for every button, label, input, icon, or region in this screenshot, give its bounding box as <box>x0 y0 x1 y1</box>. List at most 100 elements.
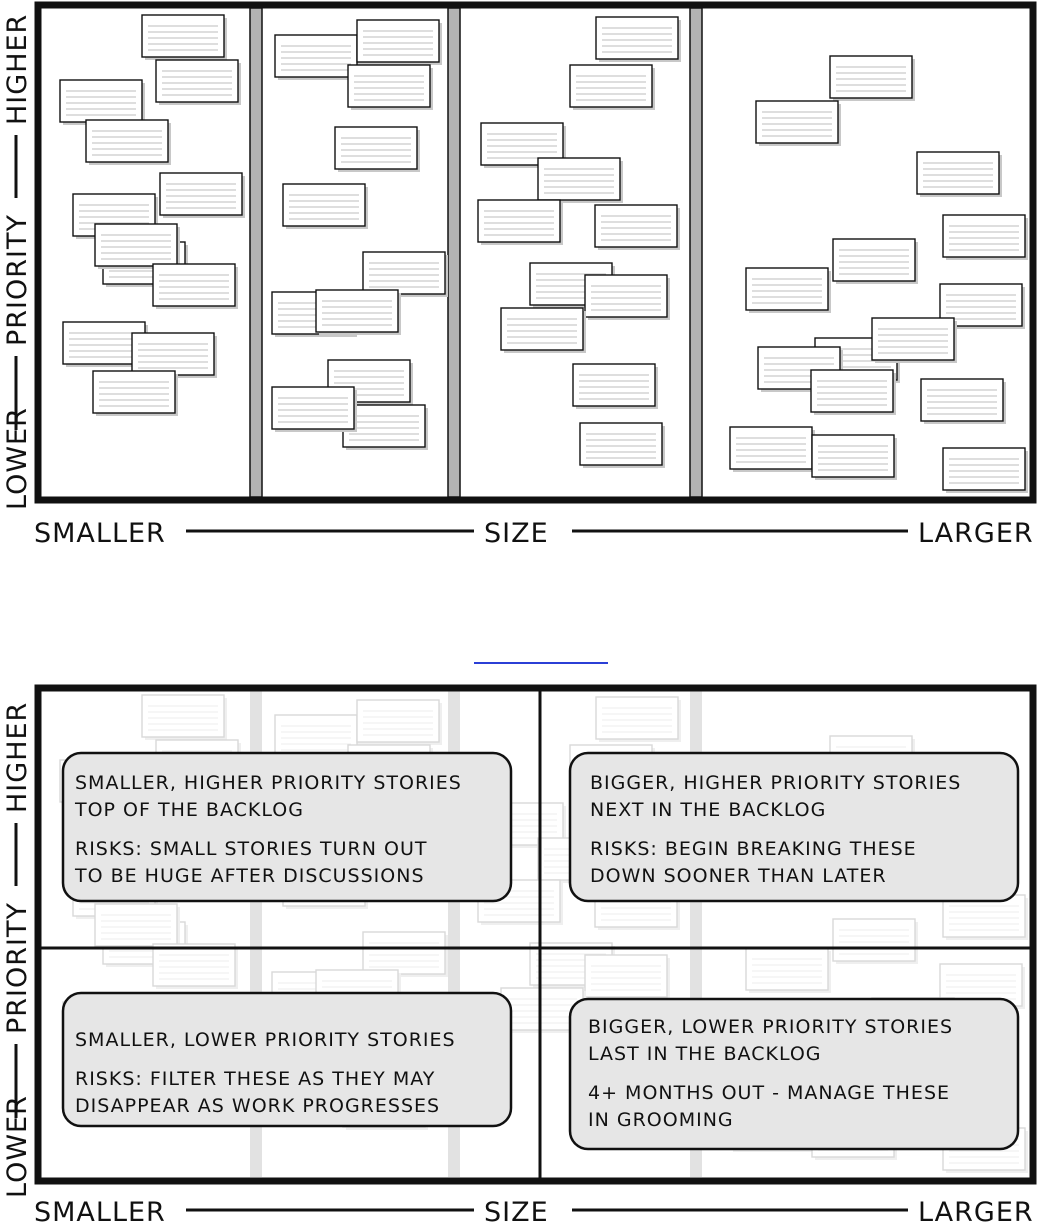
story-card-body <box>347 64 431 108</box>
story-card <box>477 199 563 245</box>
story-card-shadow <box>588 958 670 1000</box>
story-card <box>347 64 433 110</box>
note-line: SMALLER, HIGHER PRIORITY STORIES <box>75 772 462 794</box>
story-card-body <box>595 16 679 60</box>
note-risk-line: IN GROOMING <box>588 1109 734 1131</box>
story-card-body <box>942 214 1026 258</box>
note-risk-line: RISKS: BEGIN BREAKING THESE <box>590 838 917 860</box>
story-card <box>745 947 831 993</box>
story-cards <box>59 14 1028 493</box>
story-card <box>356 699 442 745</box>
x-axis-low-label: SMALLER <box>34 518 166 549</box>
story-card <box>141 14 227 60</box>
note-box <box>61 751 513 903</box>
story-card-body <box>141 14 225 58</box>
story-card <box>59 79 145 125</box>
note-risk-line: RISKS: SMALL STORIES TURN OUT <box>75 838 427 860</box>
story-card-shadow <box>836 922 918 964</box>
story-card <box>155 59 241 105</box>
story-card <box>356 19 442 65</box>
note-risk-line: DISAPPEAR AS WORK PROGRESSES <box>75 1095 440 1117</box>
story-card <box>152 943 238 989</box>
story-card-shadow <box>749 951 831 993</box>
quadrant-note-bottom-right: BIGGER, LOWER PRIORITY STORIES LAST IN T… <box>568 997 1020 1151</box>
story-card-body <box>282 183 366 227</box>
story-card <box>152 263 238 309</box>
note-line: BIGGER, LOWER PRIORITY STORIES <box>588 1016 953 1038</box>
x-axis-high-label: LARGER <box>918 518 1034 549</box>
story-card-body <box>829 55 913 99</box>
quadrant-note-top-left: SMALLER, HIGHER PRIORITY STORIES TOP OF … <box>61 751 513 903</box>
story-card-body <box>334 126 418 170</box>
story-card <box>282 183 368 229</box>
story-card <box>159 172 245 218</box>
story-card-shadow <box>360 703 442 745</box>
story-card <box>315 289 401 335</box>
story-card <box>500 307 586 353</box>
x-axis-high-label: LARGER <box>918 1197 1034 1227</box>
story-card-body <box>152 263 236 307</box>
note-box <box>568 751 1020 903</box>
story-card-body <box>155 59 239 103</box>
note-line: NEXT IN THE BACKLOG <box>590 799 826 821</box>
story-card <box>871 317 957 363</box>
story-card <box>141 694 227 740</box>
story-card-shadow <box>946 898 1028 940</box>
story-board-diagram: LOWER PRIORITY HIGHER SMALLER SIZE LARGE… <box>0 0 1047 560</box>
story-card <box>85 119 171 165</box>
story-card <box>832 918 918 964</box>
story-card <box>916 151 1002 197</box>
y-axis-low-label: LOWER <box>2 407 33 510</box>
quadrant-canvas: SMALLER, HIGHER PRIORITY STORIES TOP OF … <box>2 684 1037 1227</box>
y-axis-high-label: HIGHER <box>2 702 33 813</box>
quadrant-note-top-right: BIGGER, HIGHER PRIORITY STORIES NEXT IN … <box>568 751 1020 903</box>
story-card <box>942 894 1028 940</box>
story-card-body <box>271 386 355 430</box>
story-card <box>594 204 680 250</box>
note-risk-line: 4+ MONTHS OUT - MANAGE THESE <box>588 1082 950 1104</box>
story-card <box>579 422 665 468</box>
y-axis: LOWER PRIORITY HIGHER <box>2 702 33 1198</box>
story-card <box>537 157 623 203</box>
story-card-body <box>745 947 829 991</box>
story-card-body <box>871 317 955 361</box>
story-card-body <box>85 119 169 163</box>
story-card <box>745 267 831 313</box>
story-card-body <box>59 79 143 123</box>
y-axis: LOWER PRIORITY HIGHER <box>2 14 33 510</box>
x-axis-low-label: SMALLER <box>34 1197 166 1227</box>
note-line: BIGGER, HIGHER PRIORITY STORIES <box>590 772 961 794</box>
story-card <box>102 921 188 967</box>
quadrant-note-bottom-left: SMALLER, LOWER PRIORITY STORIES RISKS: F… <box>61 991 513 1128</box>
story-card <box>811 434 897 480</box>
story-card-body <box>729 426 813 470</box>
story-card-body <box>94 903 178 947</box>
story-card <box>595 16 681 62</box>
story-card-body <box>356 19 440 63</box>
story-card-body <box>102 921 186 965</box>
story-card <box>729 426 815 472</box>
story-card <box>94 903 180 949</box>
story-card-shadow <box>366 935 448 977</box>
story-card <box>569 64 655 110</box>
y-axis-low-label: LOWER <box>2 1095 33 1198</box>
story-card <box>92 370 178 416</box>
story-card <box>920 378 1006 424</box>
y-axis-title: PRIORITY <box>2 902 33 1034</box>
note-risk-line: TO BE HUGE AFTER DISCUSSIONS <box>74 865 425 887</box>
story-card-body <box>537 157 621 201</box>
story-card-body <box>362 251 446 295</box>
story-card <box>334 126 420 172</box>
story-card-shadow <box>156 947 238 989</box>
story-card-body <box>159 172 243 216</box>
story-card <box>362 251 448 297</box>
story-card-body <box>141 694 225 738</box>
story-board-canvas: LOWER PRIORITY HIGHER SMALLER SIZE LARGE… <box>2 1 1037 549</box>
story-card-shadow <box>145 698 227 740</box>
note-box <box>568 997 1020 1151</box>
story-card <box>584 954 670 1000</box>
story-card <box>829 55 915 101</box>
story-card-body <box>529 942 613 986</box>
story-card <box>810 369 896 415</box>
story-card-body <box>500 307 584 351</box>
